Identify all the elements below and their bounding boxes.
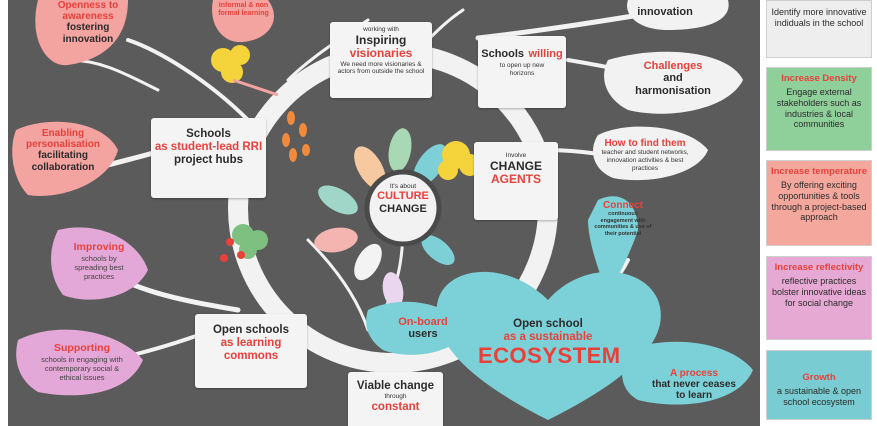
center-small: It's about — [389, 183, 417, 190]
panel-temperature-body: By offering exciting opportunities & too… — [771, 179, 867, 223]
howfind-desc: teacher and student networks, innovation… — [601, 149, 689, 172]
ecosystem-heart — [436, 271, 661, 420]
willing-dark: Schools — [481, 48, 525, 60]
panel-growth-heading: Growth — [802, 372, 836, 383]
agents-red: AGENTS — [490, 172, 541, 187]
node-rri-hubs[interactable]: Schools as student-lead RRI project hubs — [151, 118, 266, 198]
node-schools-willing[interactable]: Schools willing to open up new horizons — [478, 36, 566, 108]
center-leaves — [314, 128, 455, 308]
node-innovation[interactable]: innovation — [620, 6, 710, 18]
rri-dark: Schools — [186, 128, 231, 140]
node-onboard[interactable]: On-board users — [383, 316, 463, 341]
supporting-desc: schools in engaging with contemporary so… — [41, 354, 123, 382]
agents-dark: CHANGE — [489, 158, 542, 173]
willing-desc: to open up new horizons — [499, 61, 545, 77]
agents-small: Involve — [505, 152, 527, 159]
node-inspiring[interactable]: working with Inspiring visionaries We ne… — [330, 22, 432, 98]
process-red: A process — [670, 368, 718, 379]
node-enabling[interactable]: Enabling personalisation facilitating co… — [22, 128, 104, 173]
innovation-dark: innovation — [637, 6, 693, 18]
connect-desc: continuous engagement with communities &… — [594, 211, 652, 237]
panel-reflectivity-body: reflective practices bolster innovative … — [771, 275, 867, 308]
mind-map: Openness to awareness fostering innovati… — [8, 0, 760, 426]
commons-red2: commons — [223, 349, 279, 362]
awareness-dark2: innovation — [62, 33, 114, 45]
process-dark1: that never ceases — [652, 379, 736, 391]
enabling-dark2: collaboration — [31, 161, 95, 173]
trees — [211, 45, 481, 262]
informal-red: Informal & non formal learning — [218, 2, 269, 17]
node-informal[interactable]: Informal & non formal learning — [216, 2, 271, 18]
improving-red: Improving — [73, 241, 125, 253]
willing-red: willing — [528, 48, 563, 60]
node-ecosystem[interactable]: Open school as a sustainable ECOSYSTEM — [478, 318, 621, 368]
node-process[interactable]: A process that never ceases to learn — [638, 368, 750, 402]
viable-red: constant — [371, 400, 420, 413]
strategy-sidebar: Identify more innovative indiduals in th… — [766, 0, 872, 426]
commons-red: as learning — [220, 336, 282, 349]
center-label: It's about CULTURE CHANGE — [368, 183, 438, 215]
enabling-dark1: facilitating — [37, 150, 88, 162]
inspiring-red: visionaries — [349, 46, 413, 61]
eco-title: ECOSYSTEM — [478, 342, 621, 368]
awareness-red: Openness to awareness — [57, 0, 119, 23]
challenges-red: Challenges — [643, 60, 703, 72]
panel-density-heading: Increase Density — [781, 73, 857, 84]
connect-red: Connect — [603, 200, 643, 211]
howfind-red: How to find them — [604, 138, 686, 149]
panel-temperature-heading: Increase temperature — [770, 166, 868, 177]
orange-leaves — [282, 111, 310, 162]
node-awareness[interactable]: Openness to awareness fostering innovati… — [48, 0, 128, 45]
onboard-dark: users — [408, 328, 438, 341]
node-how-find[interactable]: How to find them teacher and student net… — [591, 138, 699, 173]
viable-dark: Viable change — [356, 380, 435, 392]
panel-temperature[interactable]: Increase temperature By offering excitin… — [766, 160, 872, 246]
node-viable[interactable]: Viable change through constant — [348, 372, 443, 426]
challenges-dark1: and — [663, 72, 683, 85]
eco-red: as a sustainable — [503, 330, 593, 343]
panel-growth[interactable]: Growth a sustainable & open school ecosy… — [766, 350, 872, 420]
panel-density[interactable]: Increase Density Engage external stakeho… — [766, 67, 872, 151]
willing-title: Schools willing — [478, 44, 566, 62]
eco-dark: Open school — [513, 318, 583, 330]
map-graphics — [12, 0, 753, 420]
panel-identify-body: Identify more innovative indiduals in th… — [771, 7, 867, 28]
enabling-red: Enabling personalisation — [26, 128, 100, 151]
awareness-dark1: fostering — [66, 22, 110, 34]
node-challenges[interactable]: Challenges and harmonisation — [623, 60, 723, 97]
panel-reflectivity-heading: Increase reflectivity — [774, 262, 864, 273]
panel-identify[interactable]: Identify more innovative indiduals in th… — [766, 0, 872, 58]
panel-growth-body: a sustainable & open school ecosystem — [776, 385, 862, 407]
panel-reflectivity[interactable]: Increase reflectivity reflective practic… — [766, 256, 872, 340]
process-dark2: to learn — [675, 390, 713, 402]
commons-dark: Open schools — [212, 324, 290, 336]
node-connect[interactable]: Connect continuous engagement with commu… — [593, 200, 653, 238]
center-red: CULTURE — [377, 190, 429, 203]
inspiring-small: working with — [363, 26, 399, 33]
improving-desc: schools by spreading best practices — [74, 253, 124, 281]
viable-small: through — [384, 392, 407, 400]
rri-red: as student-lead RRI — [154, 140, 263, 153]
center-circle — [364, 169, 442, 247]
node-change-agents[interactable]: Involve CHANGE AGENTS — [474, 142, 558, 220]
center-dark: CHANGE — [379, 202, 427, 215]
panel-density-body: Engage external stakeholders such as ind… — [776, 86, 862, 130]
inspiring-desc: We need more visionaries & actors from o… — [337, 60, 425, 76]
decorative-leaves — [12, 0, 753, 405]
node-supporting[interactable]: Supporting schools in engaging with cont… — [26, 342, 138, 382]
onboard-red: On-board — [398, 316, 448, 328]
challenges-dark2: harmonisation — [635, 84, 711, 97]
node-open-commons[interactable]: Open schools as learning commons — [195, 314, 307, 388]
inspiring-dark: Inspiring — [355, 32, 407, 47]
rri-dark2: project hubs — [173, 153, 243, 166]
node-improving[interactable]: Improving schools by spreading best prac… — [60, 241, 138, 281]
supporting-red: Supporting — [54, 342, 110, 354]
